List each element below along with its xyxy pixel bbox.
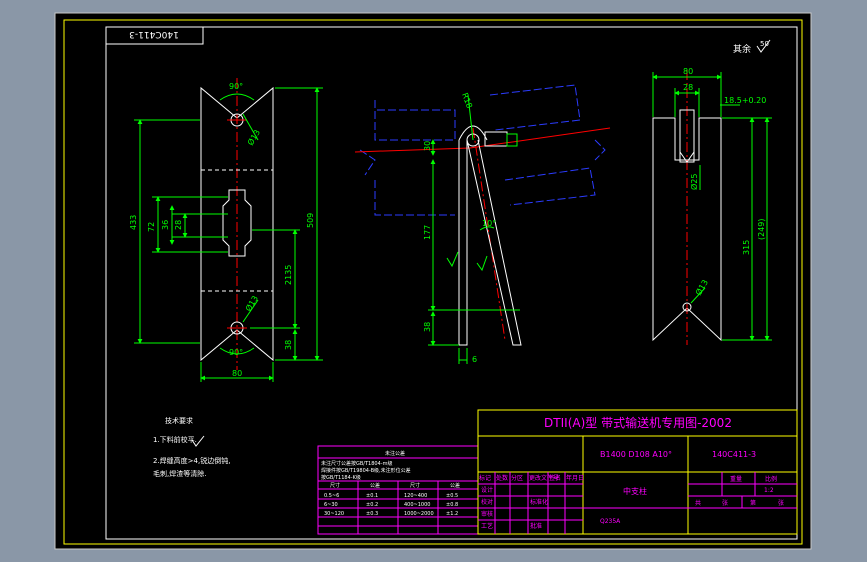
svg-text:Ø25: Ø25 bbox=[689, 174, 699, 190]
notes-line-3: 毛刺,焊渣等清除. bbox=[153, 469, 206, 478]
svg-text:分区: 分区 bbox=[511, 474, 523, 482]
svg-text:6: 6 bbox=[472, 355, 477, 364]
svg-text:28: 28 bbox=[174, 220, 183, 230]
roughness-value: 50 bbox=[760, 40, 769, 48]
svg-text:焊接件按GB/T19804-B级,未注形位公差: 焊接件按GB/T19804-B级,未注形位公差 bbox=[321, 467, 411, 474]
svg-text:30: 30 bbox=[423, 141, 432, 151]
technical-notes: 技术要求 1.下料前校平. 2.焊缝高度>4,锐边倒钝, 毛刺,焊渣等清除. bbox=[153, 416, 230, 478]
svg-text:比例: 比例 bbox=[765, 475, 777, 483]
svg-text:校对: 校对 bbox=[481, 498, 493, 506]
svg-text:尺寸: 尺寸 bbox=[410, 482, 420, 489]
tolerance-title: 未注公差 bbox=[385, 450, 405, 457]
svg-text:±0.8: ±0.8 bbox=[446, 502, 458, 508]
svg-text:重量: 重量 bbox=[730, 475, 742, 483]
svg-text:处数: 处数 bbox=[496, 474, 508, 482]
svg-text:审核: 审核 bbox=[481, 510, 493, 518]
svg-text:(249): (249) bbox=[757, 218, 766, 240]
drawing-frame bbox=[105, 26, 798, 540]
sheet-border bbox=[63, 19, 803, 545]
surface-mark: 其余 bbox=[733, 43, 751, 55]
svg-text:10°: 10° bbox=[482, 219, 496, 228]
svg-text:177: 177 bbox=[423, 225, 432, 240]
part-code: 140C411-3 bbox=[712, 450, 756, 459]
tolerance-table: 未注公差 未注尺寸公差按GB/T1804-m级 焊接件按GB/T19804-B级… bbox=[317, 445, 479, 535]
svg-text:年月日: 年月日 bbox=[566, 474, 584, 482]
svg-text:1:2: 1:2 bbox=[764, 487, 774, 494]
svg-text:公差: 公差 bbox=[370, 482, 380, 489]
svg-text:工艺: 工艺 bbox=[481, 522, 493, 530]
svg-text:6~30: 6~30 bbox=[324, 502, 338, 508]
notes-line-2: 2.焊缝高度>4,锐边倒钝, bbox=[153, 456, 230, 465]
svg-text:315: 315 bbox=[742, 240, 751, 255]
svg-text:按GB/T1184-K级: 按GB/T1184-K级 bbox=[321, 474, 361, 481]
material: Q235A bbox=[600, 518, 621, 525]
svg-text:120~400: 120~400 bbox=[404, 493, 427, 499]
svg-text:90°: 90° bbox=[229, 82, 243, 91]
roughness-symbol bbox=[756, 39, 771, 53]
svg-text:更改文件号: 更改文件号 bbox=[529, 474, 559, 482]
code-stamp-box bbox=[105, 26, 204, 45]
drawing-title: DTII(A)型 带式输送机专用图-2002 bbox=[544, 415, 732, 430]
svg-text:第: 第 bbox=[750, 499, 756, 507]
svg-text:公差: 公差 bbox=[450, 482, 460, 489]
svg-text:尺寸: 尺寸 bbox=[330, 482, 340, 489]
svg-text:张: 张 bbox=[722, 499, 728, 507]
svg-text:批准: 批准 bbox=[530, 522, 542, 530]
assembly-view: R18 30 177 38 6 10° bbox=[354, 84, 611, 364]
svg-text:±0.3: ±0.3 bbox=[366, 511, 378, 517]
title-block: DTII(A)型 带式输送机专用图-2002 B1400 D108 A10° 1… bbox=[477, 409, 798, 535]
svg-text:80: 80 bbox=[683, 67, 693, 76]
svg-text:±0.2: ±0.2 bbox=[366, 502, 378, 508]
svg-text:90°: 90° bbox=[229, 348, 243, 357]
svg-text:433: 433 bbox=[129, 215, 138, 230]
svg-text:38: 38 bbox=[284, 340, 293, 350]
svg-text:30~120: 30~120 bbox=[324, 511, 344, 517]
svg-text:张: 张 bbox=[778, 499, 784, 507]
svg-text:±0.1: ±0.1 bbox=[366, 493, 378, 499]
svg-text:设计: 设计 bbox=[481, 486, 493, 494]
svg-text:38: 38 bbox=[423, 322, 432, 332]
svg-text:±1.2: ±1.2 bbox=[446, 511, 458, 517]
svg-text:未注尺寸公差按GB/T1804-m级: 未注尺寸公差按GB/T1804-m级 bbox=[321, 460, 392, 467]
svg-text:2135: 2135 bbox=[284, 265, 293, 285]
part-name: 中支柱 bbox=[623, 486, 647, 496]
svg-text:标准化: 标准化 bbox=[530, 498, 548, 506]
svg-text:签名: 签名 bbox=[549, 474, 561, 482]
svg-text:28: 28 bbox=[683, 83, 693, 92]
svg-text:1000~2000: 1000~2000 bbox=[404, 511, 434, 517]
svg-text:36: 36 bbox=[161, 220, 170, 230]
svg-text:0.5~6: 0.5~6 bbox=[324, 493, 339, 499]
svg-text:共: 共 bbox=[695, 499, 701, 507]
spec-text: B1400 D108 A10° bbox=[600, 450, 672, 459]
notes-line-1: 1.下料前校平. bbox=[153, 435, 197, 444]
svg-text:18.5+0.20: 18.5+0.20 bbox=[724, 96, 766, 105]
side-view: 80 28 18.5+0.20 Ø25 315 (249) Ø13 bbox=[652, 67, 772, 345]
code-stamp: 140C411-3 bbox=[129, 29, 179, 39]
svg-text:400~1000: 400~1000 bbox=[404, 502, 430, 508]
svg-text:±0.5: ±0.5 bbox=[446, 493, 458, 499]
svg-text:80: 80 bbox=[232, 369, 242, 378]
svg-text:509: 509 bbox=[306, 213, 315, 228]
svg-text:72: 72 bbox=[147, 222, 156, 232]
svg-text:标记: 标记 bbox=[479, 474, 491, 482]
notes-title: 技术要求 bbox=[165, 416, 193, 425]
